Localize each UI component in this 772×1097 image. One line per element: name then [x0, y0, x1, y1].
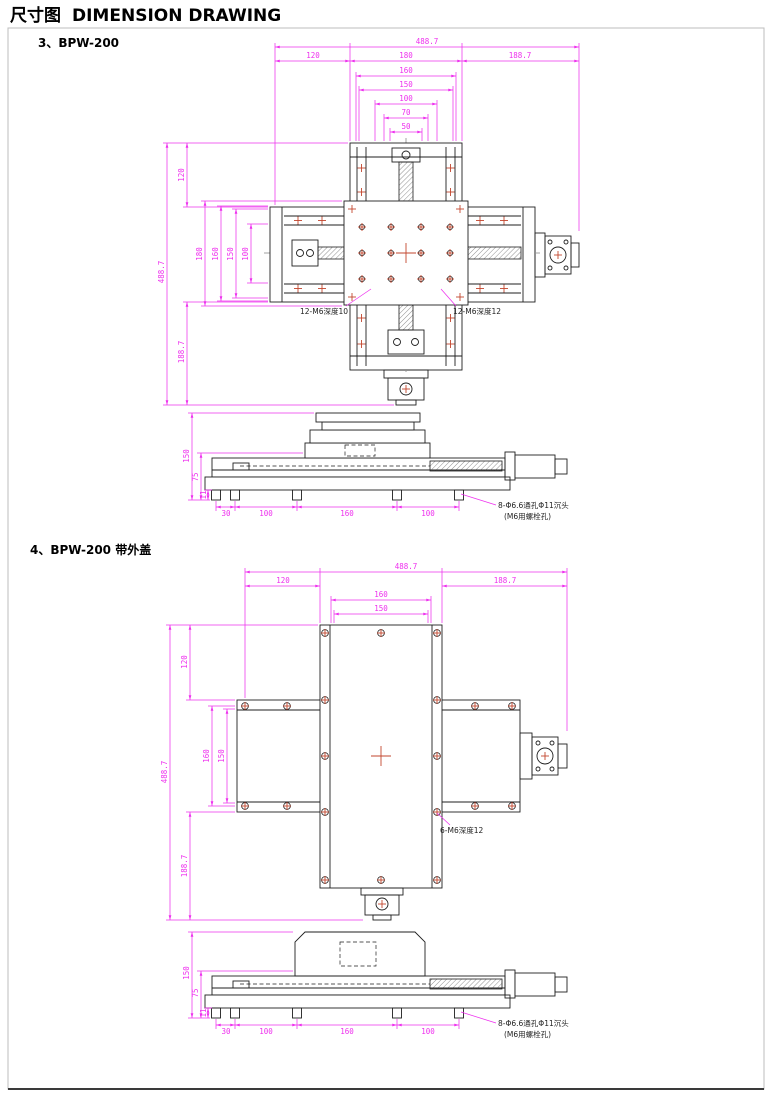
s3-side-callout-line2: (M6用螺栓孔)	[504, 511, 551, 521]
s3-plan-callout-right: 12-M6深度12	[453, 306, 501, 316]
dim-label: 70	[401, 108, 411, 117]
s3-ballscrew-right	[467, 246, 522, 260]
s3-x-motor-center-mark	[553, 250, 563, 260]
dim-label: 100	[399, 94, 413, 103]
s4-side-dimension-lines	[190, 932, 459, 1027]
s4-side-view	[204, 931, 568, 1019]
section3-heading: 3、BPW-200	[38, 36, 119, 50]
s4-y-motor-center-mark	[377, 899, 387, 909]
s4-y-motor	[360, 887, 404, 921]
s3-side-dimensions: 150 75 11 30 100 160 100 8-Φ6.6通孔Φ11沉头 (…	[182, 412, 569, 521]
s3-plan-dimension-lines	[165, 45, 579, 405]
dim-label: 100	[259, 509, 273, 518]
s3-y-motor-center-mark	[401, 384, 411, 394]
dim-label: 150	[217, 749, 226, 763]
s3-ballscrew-left	[317, 246, 345, 260]
dim-label: 150	[226, 247, 235, 261]
s3-plan-callout-left: 12-M6深度10	[300, 306, 348, 316]
dim-label: 180	[399, 51, 413, 60]
s3-side-callout-line1: 8-Φ6.6通孔Φ11沉头	[498, 500, 569, 510]
section4-heading: 4、BPW-200 带外盖	[30, 542, 151, 557]
s3-side-view	[204, 412, 568, 501]
dim-label: 11	[199, 490, 208, 499]
dim-label: 150	[374, 604, 388, 613]
s4-side-motor	[504, 969, 568, 999]
s3-ballscrew-bottom	[398, 304, 414, 331]
s3-callout-leader-right	[440, 288, 457, 307]
s3-mounting-platform	[343, 200, 469, 306]
dim-label: 160	[211, 247, 220, 261]
s3-side-carriage	[304, 412, 431, 459]
dim-label: 100	[259, 1027, 273, 1036]
dim-label: 100	[421, 1027, 435, 1036]
s4-side-ballscrew	[429, 978, 503, 990]
s3-side-motor	[504, 451, 568, 481]
dim-label: 11	[199, 1008, 208, 1017]
dim-label: 100	[421, 509, 435, 518]
dim-label: 488.7	[160, 761, 169, 784]
dim-label: 160	[202, 749, 211, 763]
s4-side-extension-lines	[188, 931, 460, 1029]
dim-label: 75	[191, 472, 200, 481]
dim-label: 120	[306, 51, 320, 60]
dim-label: 160	[340, 509, 354, 518]
s3-y-motor	[383, 369, 429, 406]
s4-side-callout-line2: (M6用螺栓孔)	[504, 1029, 551, 1039]
dim-label: 160	[340, 1027, 354, 1036]
dim-label: 120	[180, 655, 189, 669]
dim-label: 488.7	[395, 562, 418, 571]
page-title-zh: 尺寸图	[10, 5, 61, 26]
s3-plan-dimensions: 488.7 120 180 188.7 160 150 100 70 50 48…	[157, 37, 580, 406]
dim-label: 160	[399, 66, 413, 75]
dim-label: 50	[401, 122, 411, 131]
dim-label: 488.7	[416, 37, 439, 46]
dim-label: 160	[374, 590, 388, 599]
s4-plan-dimension-lines	[168, 570, 567, 920]
dim-label: 150	[182, 966, 191, 980]
dim-label: 150	[399, 80, 413, 89]
s4-vertical-cover	[319, 624, 443, 889]
dim-label: 188.7	[180, 855, 189, 878]
s4-side-dimensions: 150 75 11 30 100 160 100 8-Φ6.6通孔Φ11沉头 (…	[182, 931, 569, 1039]
s4-side-callout-line1: 8-Φ6.6通孔Φ11沉头	[498, 1018, 569, 1028]
dim-label: 488.7	[157, 261, 166, 284]
s3-plan-view	[264, 138, 580, 406]
s3-ballscrew-top	[398, 161, 414, 202]
s3-side-callout-leader	[460, 493, 497, 506]
s4-x-motor-center-mark	[540, 751, 550, 761]
s3-x-motor	[534, 232, 580, 278]
s4-side-hidden-motor	[339, 941, 377, 967]
dim-label: 180	[195, 247, 204, 261]
dim-label: 188.7	[494, 576, 517, 585]
dim-label: 100	[241, 247, 250, 261]
dim-label: 188.7	[177, 341, 186, 364]
dim-label: 120	[177, 168, 186, 182]
s3-side-dimension-lines	[190, 413, 459, 509]
s4-x-motor	[519, 732, 568, 780]
s3-callout-leader-left	[345, 288, 372, 307]
s4-plan-callout: 6-M6深度12	[440, 825, 483, 835]
s3-plan-extension-lines	[163, 43, 580, 406]
page-title-en: DIMENSION DRAWING	[72, 6, 281, 26]
s3-side-ballscrew	[429, 460, 503, 472]
s4-side-callout-leader	[460, 1011, 497, 1024]
dim-label: 150	[182, 449, 191, 463]
s4-callout-leader	[436, 812, 451, 826]
s4-side-cover	[294, 931, 426, 977]
s3-side-hidden-nut	[344, 444, 376, 457]
s4-plan-view	[236, 624, 568, 921]
dim-label: 30	[221, 1027, 231, 1036]
dim-label: 75	[191, 988, 200, 997]
dim-label: 30	[221, 509, 231, 518]
s4-plan-dimensions: 488.7 120 188.7 160 150 488.7 120 160 15…	[160, 562, 568, 921]
dim-label: 120	[276, 576, 290, 585]
dim-label: 188.7	[509, 51, 532, 60]
